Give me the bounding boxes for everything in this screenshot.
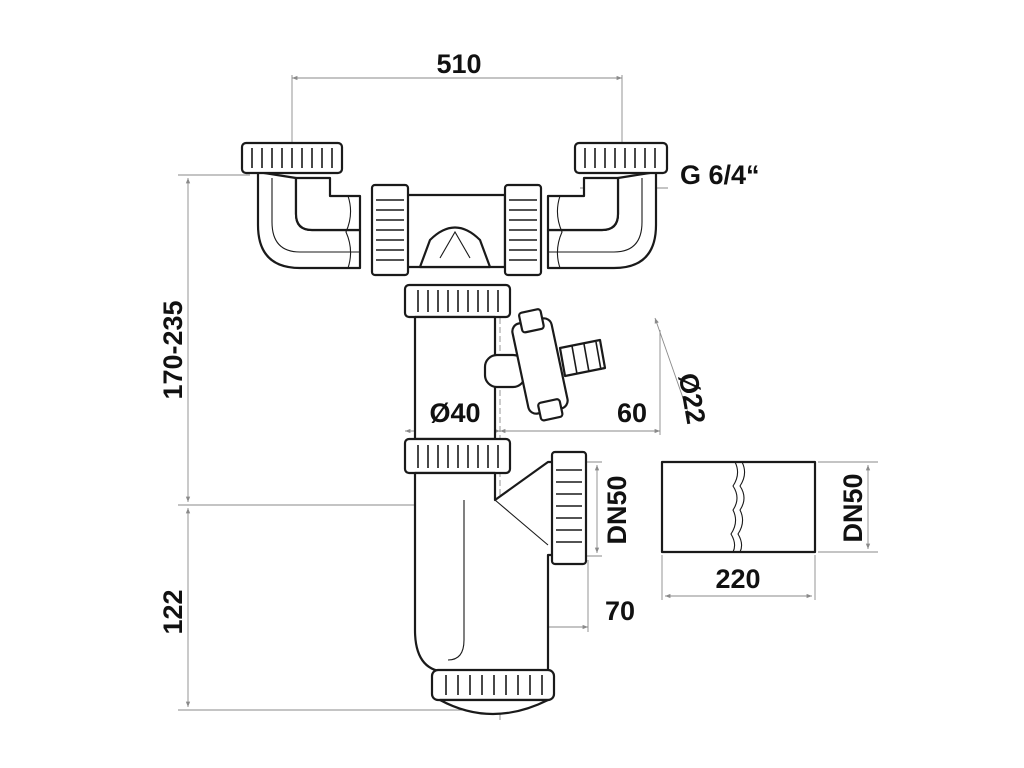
label-width-top: 510 bbox=[436, 49, 481, 79]
left-inlet-nut-ribs bbox=[251, 148, 333, 168]
label-height-lower: 122 bbox=[158, 589, 188, 634]
extension-pipe bbox=[660, 460, 817, 554]
tee-nut-ribs bbox=[376, 199, 537, 261]
right-inlet-nut-ribs bbox=[584, 148, 656, 168]
tee-body bbox=[370, 183, 543, 277]
left-inlet bbox=[240, 141, 362, 270]
label-outlet-dn: DN50 bbox=[602, 475, 632, 544]
label-hose-length: 60 bbox=[617, 398, 647, 428]
dimension-labels: 510 G 6/4“ 170-235 Ø40 60 Ø22 DN50 122 7… bbox=[158, 49, 868, 635]
right-inlet bbox=[546, 141, 669, 270]
label-extension-length: 220 bbox=[715, 564, 760, 594]
label-outlet-offset: 70 bbox=[605, 596, 635, 626]
label-thread: G 6/4“ bbox=[680, 160, 760, 190]
label-hose-diameter: Ø22 bbox=[673, 371, 711, 426]
label-height-upper: 170-235 bbox=[158, 300, 188, 399]
vertical-pipe bbox=[403, 283, 607, 441]
lower-trap bbox=[403, 437, 588, 715]
label-extension-dn: DN50 bbox=[838, 473, 868, 542]
label-pipe-diameter: Ø40 bbox=[429, 398, 480, 428]
